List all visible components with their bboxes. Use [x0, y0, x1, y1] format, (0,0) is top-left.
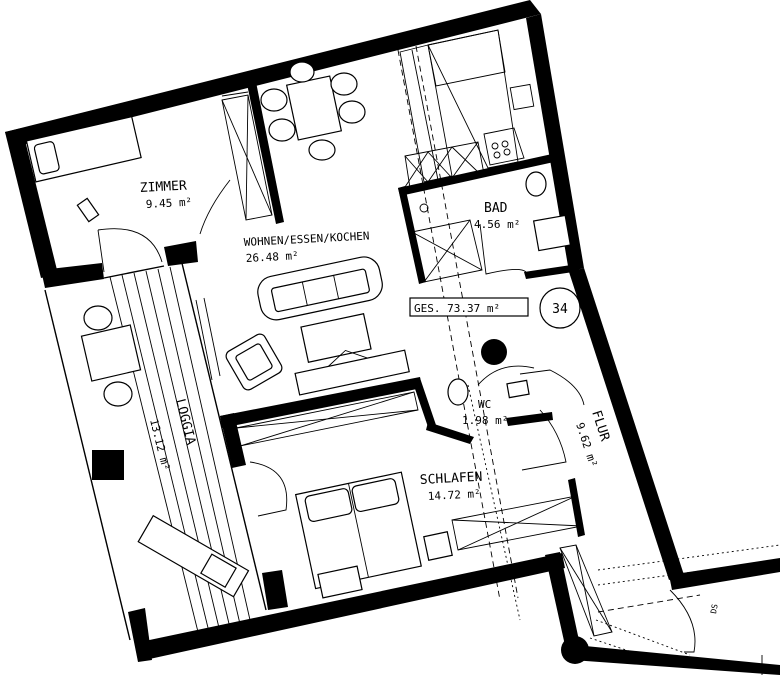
sun-loungers	[137, 514, 250, 598]
corner-mark: DS	[709, 603, 720, 614]
total-area-box: GES. 73.37 m²	[409, 297, 529, 317]
wall-zimmer-bottom	[41, 263, 104, 288]
door-zimmer	[97, 228, 163, 273]
label-loggia: LOGGIA	[172, 397, 198, 446]
doors	[97, 179, 696, 653]
thin-lines	[44, 29, 780, 675]
wall-top	[5, 0, 541, 148]
wall-schlafen-stub	[220, 413, 246, 468]
toilet-bad	[525, 171, 547, 197]
wall-right-step	[545, 552, 580, 650]
label-zimmer: ZIMMER	[139, 179, 187, 196]
label-wohnen: WOHNEN/ESSEN/KOCHEN	[243, 229, 369, 249]
door-flur	[521, 409, 567, 471]
nightstand-right	[423, 531, 453, 561]
wall-wc-left	[412, 378, 436, 427]
wall-wc-bottom	[426, 422, 474, 444]
bed-zimmer	[25, 115, 142, 183]
dining-chairs	[260, 61, 366, 161]
furniture	[25, 61, 572, 599]
door-ds	[669, 589, 696, 653]
wall-wohnen-schlafen	[220, 377, 422, 428]
label-schlafen: SCHLAFEN	[419, 470, 482, 488]
wall-bottom	[140, 553, 565, 660]
wall-right-lower	[569, 268, 684, 580]
shower-drain	[419, 203, 429, 213]
wall-loggia-pillar	[92, 450, 124, 480]
wall-bottom-right	[572, 645, 780, 675]
area-wc: 1.98 m²	[462, 414, 508, 427]
loggia-chair-top	[83, 305, 113, 331]
label-bad: BAD	[484, 201, 508, 216]
wall-step-down	[669, 558, 780, 590]
door-entry	[477, 365, 535, 386]
tv-unit	[294, 349, 410, 396]
area-loggia: 13.12 m²	[147, 418, 172, 473]
bathtub-basin	[532, 214, 572, 252]
area-wohnen: 26.48 m²	[245, 249, 299, 265]
door-wc	[519, 369, 585, 406]
wall-schlafen-pillar	[262, 570, 288, 610]
wall-wc-right	[506, 412, 553, 426]
column-wc	[481, 339, 507, 365]
area-bad: 4.56 m²	[474, 218, 520, 231]
area-schlafen: 14.72 m²	[427, 487, 481, 503]
nightstand-left	[317, 565, 363, 599]
toilet-wc	[447, 378, 469, 406]
column-bottom	[561, 636, 589, 664]
wall-bottom-left	[128, 608, 152, 662]
wall-right-upper	[526, 14, 584, 272]
wall-bad-left	[398, 186, 426, 284]
door-bad	[479, 223, 527, 275]
unit-badge: 34	[539, 287, 581, 329]
label-wc: WC	[478, 398, 491, 411]
loggia-table	[80, 324, 142, 382]
chair-zimmer	[76, 197, 100, 223]
coffee-table	[300, 313, 372, 363]
wall-pillar-zimmer	[164, 241, 198, 266]
wall-bad-bottom	[524, 264, 580, 279]
door-zimmer-2	[199, 179, 231, 235]
armchair	[225, 333, 283, 391]
wall-bad-top	[398, 154, 554, 196]
wall-flur-post	[568, 478, 585, 537]
double-bed	[294, 471, 422, 590]
wall-zimmer-partition	[247, 82, 284, 224]
loggia-chair-bottom	[103, 381, 133, 407]
sink-wc	[506, 379, 530, 399]
total-area: GES. 73.37 m²	[414, 302, 500, 315]
area-zimmer: 9.45 m²	[145, 196, 192, 211]
wall-bad-right	[552, 152, 580, 270]
wall-left-upper	[5, 128, 58, 278]
walls	[5, 0, 780, 675]
door-schlafen	[249, 461, 288, 517]
sofa	[257, 256, 383, 321]
unit-number: 34	[552, 302, 568, 317]
